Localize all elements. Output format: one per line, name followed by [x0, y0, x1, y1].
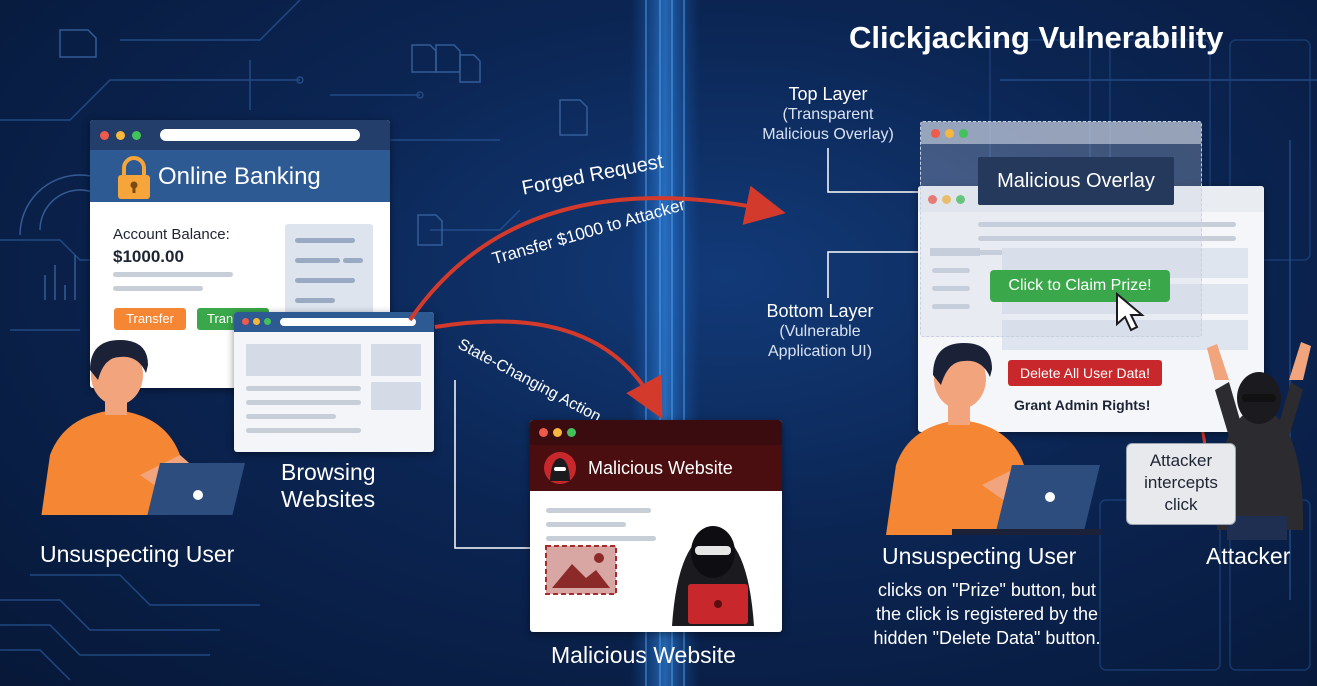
malicious-overlay-header: Malicious Overlay: [978, 157, 1174, 205]
malicious-website-caption: Malicious Website: [551, 642, 736, 668]
attacker-box-line1: Attacker: [1149, 451, 1213, 470]
transparent-overlay[interactable]: [920, 121, 1202, 337]
malicious-website-window: Malicious Website: [530, 420, 782, 632]
bottom-layer-sub1: (Vulnerable: [779, 323, 861, 340]
malicious-header-title: Malicious Website: [588, 458, 733, 478]
malicious-header: Malicious Website: [530, 445, 782, 491]
top-layer-sub2: Malicious Overlay): [762, 126, 894, 143]
browsing-label-line2: Websites: [281, 486, 376, 512]
description-line3: hidden "Delete Data" button.: [873, 628, 1101, 648]
user-right-illustration: [886, 343, 1102, 535]
address-bar: [160, 129, 360, 141]
claim-prize-button[interactable]: Click to Claim Prize!: [990, 270, 1170, 302]
banking-title: Online Banking: [158, 163, 321, 190]
attacker-box-line2: intercepts: [1144, 473, 1218, 492]
bottom-layer-title: Bottom Layer: [766, 301, 874, 321]
attacker-label: Attacker: [1206, 543, 1291, 569]
browsing-label-line1: Browsing: [281, 459, 376, 485]
top-layer-title: Top Layer: [788, 84, 868, 104]
page-title: Clickjacking Vulnerability: [849, 20, 1224, 55]
hacker-figure: [672, 526, 754, 626]
image-icon: [545, 545, 617, 595]
hacker-icon: [544, 452, 576, 484]
grant-admin-text[interactable]: Grant Admin Rights!: [1014, 397, 1151, 413]
description-line1: clicks on "Prize" button, but: [878, 580, 1096, 600]
attacker-box-line3: click: [1164, 495, 1198, 514]
side-panel: [285, 224, 373, 316]
attacker-intercepts-box: Attacker intercepts click: [1126, 443, 1236, 525]
browsing-window: [234, 312, 434, 452]
bottom-layer-sub2: Application UI): [767, 343, 873, 360]
cursor-icon: [1116, 292, 1145, 332]
user-left-illustration: [41, 340, 245, 515]
delete-all-data-button[interactable]: Delete All User Data!: [1008, 360, 1162, 386]
balance-value: $1000.00: [113, 247, 184, 266]
user-right-label: Unsuspecting User: [882, 543, 1077, 569]
transfer-button[interactable]: Transfer: [114, 308, 186, 330]
browser-titlebar: [90, 120, 390, 150]
banking-header: Online Banking: [90, 150, 390, 202]
lock-icon: [118, 156, 150, 199]
attacker-figure: [1207, 342, 1311, 540]
laptop-icon: [147, 463, 245, 515]
description-line2: the click is registered by the: [875, 604, 1099, 624]
balance-label: Account Balance:: [113, 226, 230, 243]
document-icon: [59, 29, 97, 58]
user-left-label: Unsuspecting User: [40, 541, 235, 567]
top-layer-sub1: (Transparent: [782, 106, 874, 123]
